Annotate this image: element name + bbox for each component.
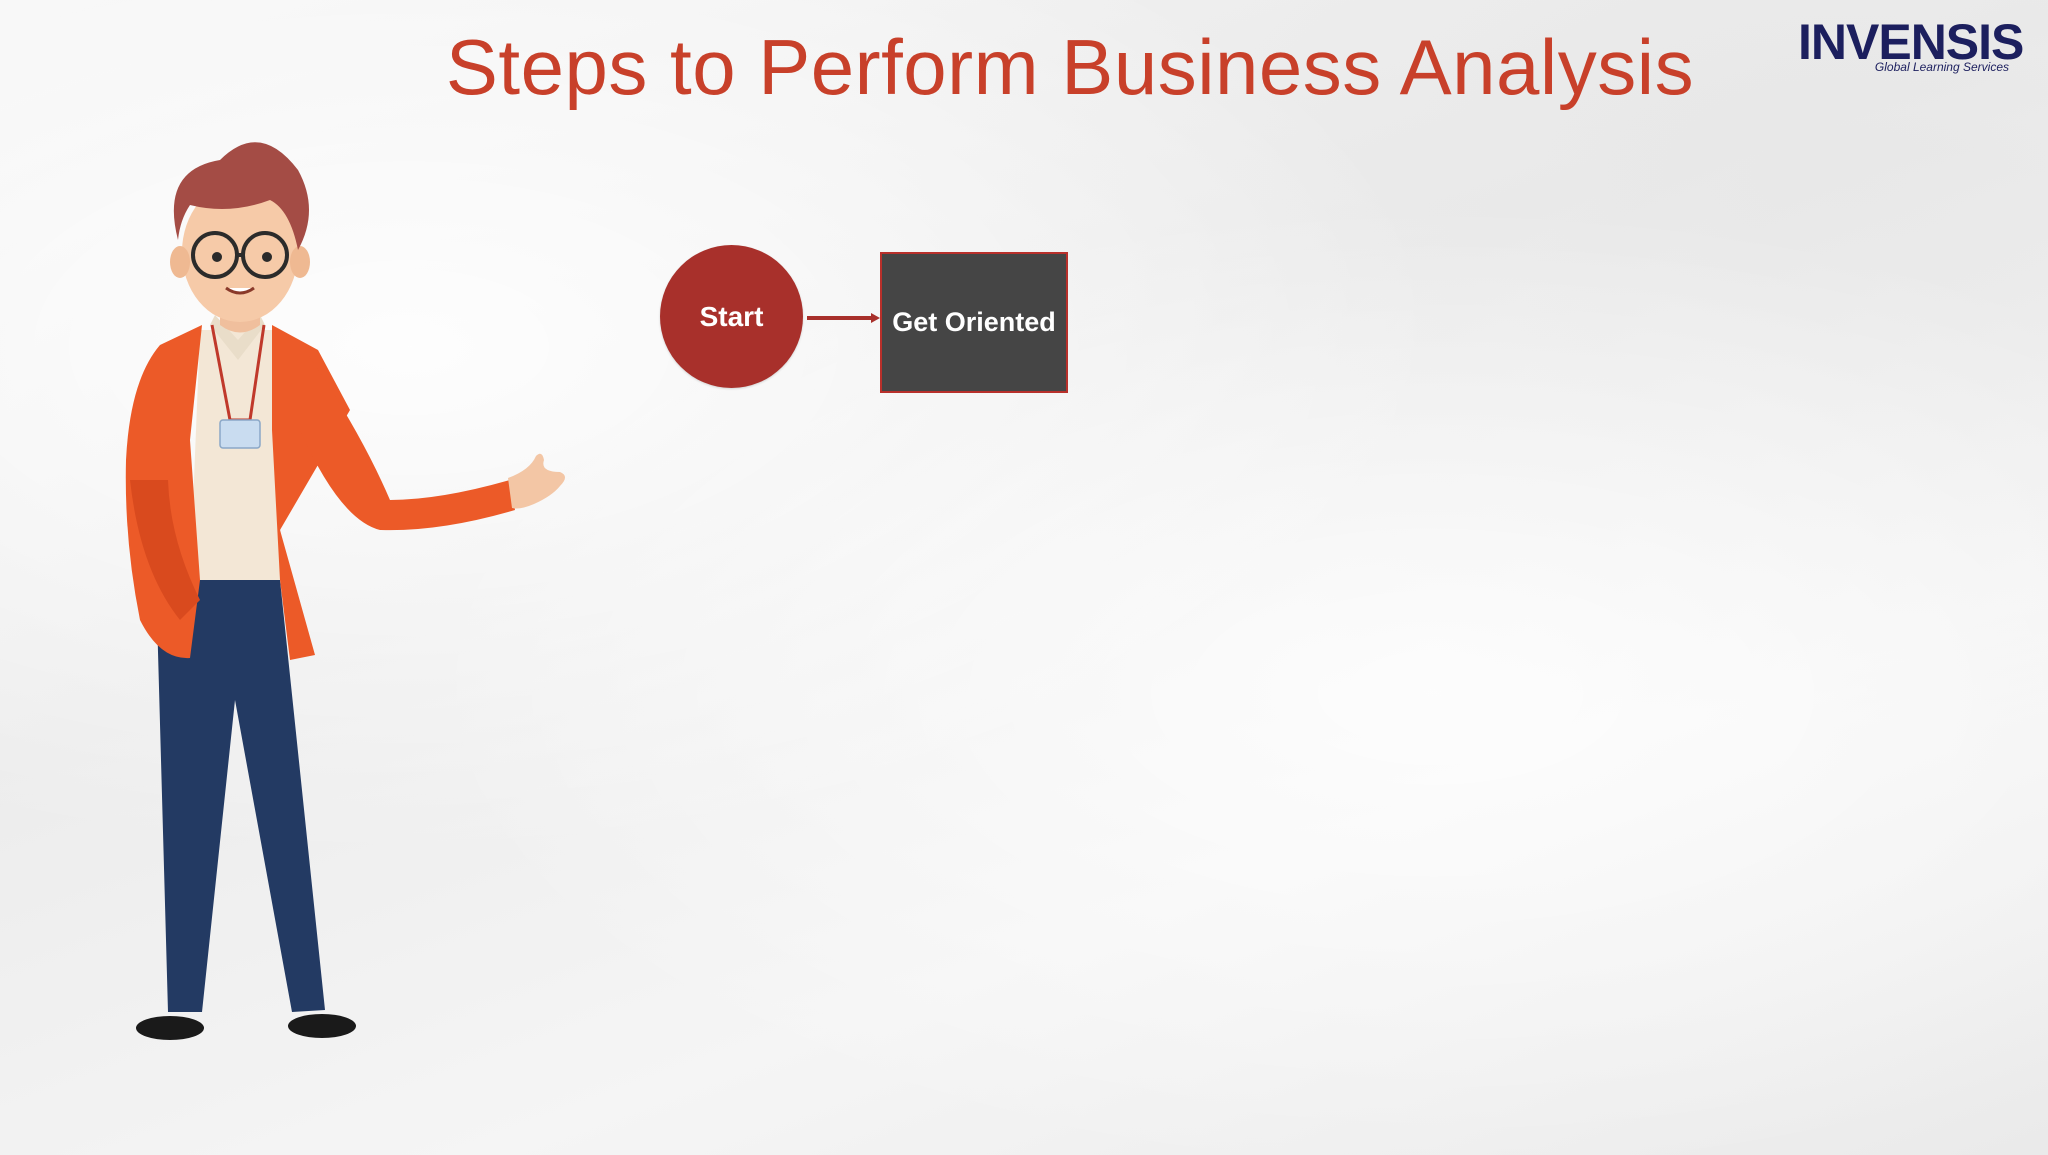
step-get-oriented: Get Oriented bbox=[880, 252, 1068, 393]
start-node: Start bbox=[660, 245, 803, 388]
invensis-logo: INVENSIS Global Learning Services bbox=[1798, 14, 2024, 76]
logo-brand: INVENSIS bbox=[1798, 14, 2024, 70]
start-label: Start bbox=[699, 300, 764, 332]
flow-arrow bbox=[807, 313, 880, 323]
presenter-man-icon bbox=[125, 142, 565, 1040]
step-label: Get Oriented bbox=[892, 307, 1056, 337]
slide-title: Steps to Perform Business Analysis bbox=[445, 23, 1695, 111]
logo-tagline: Global Learning Services bbox=[1874, 60, 2009, 74]
